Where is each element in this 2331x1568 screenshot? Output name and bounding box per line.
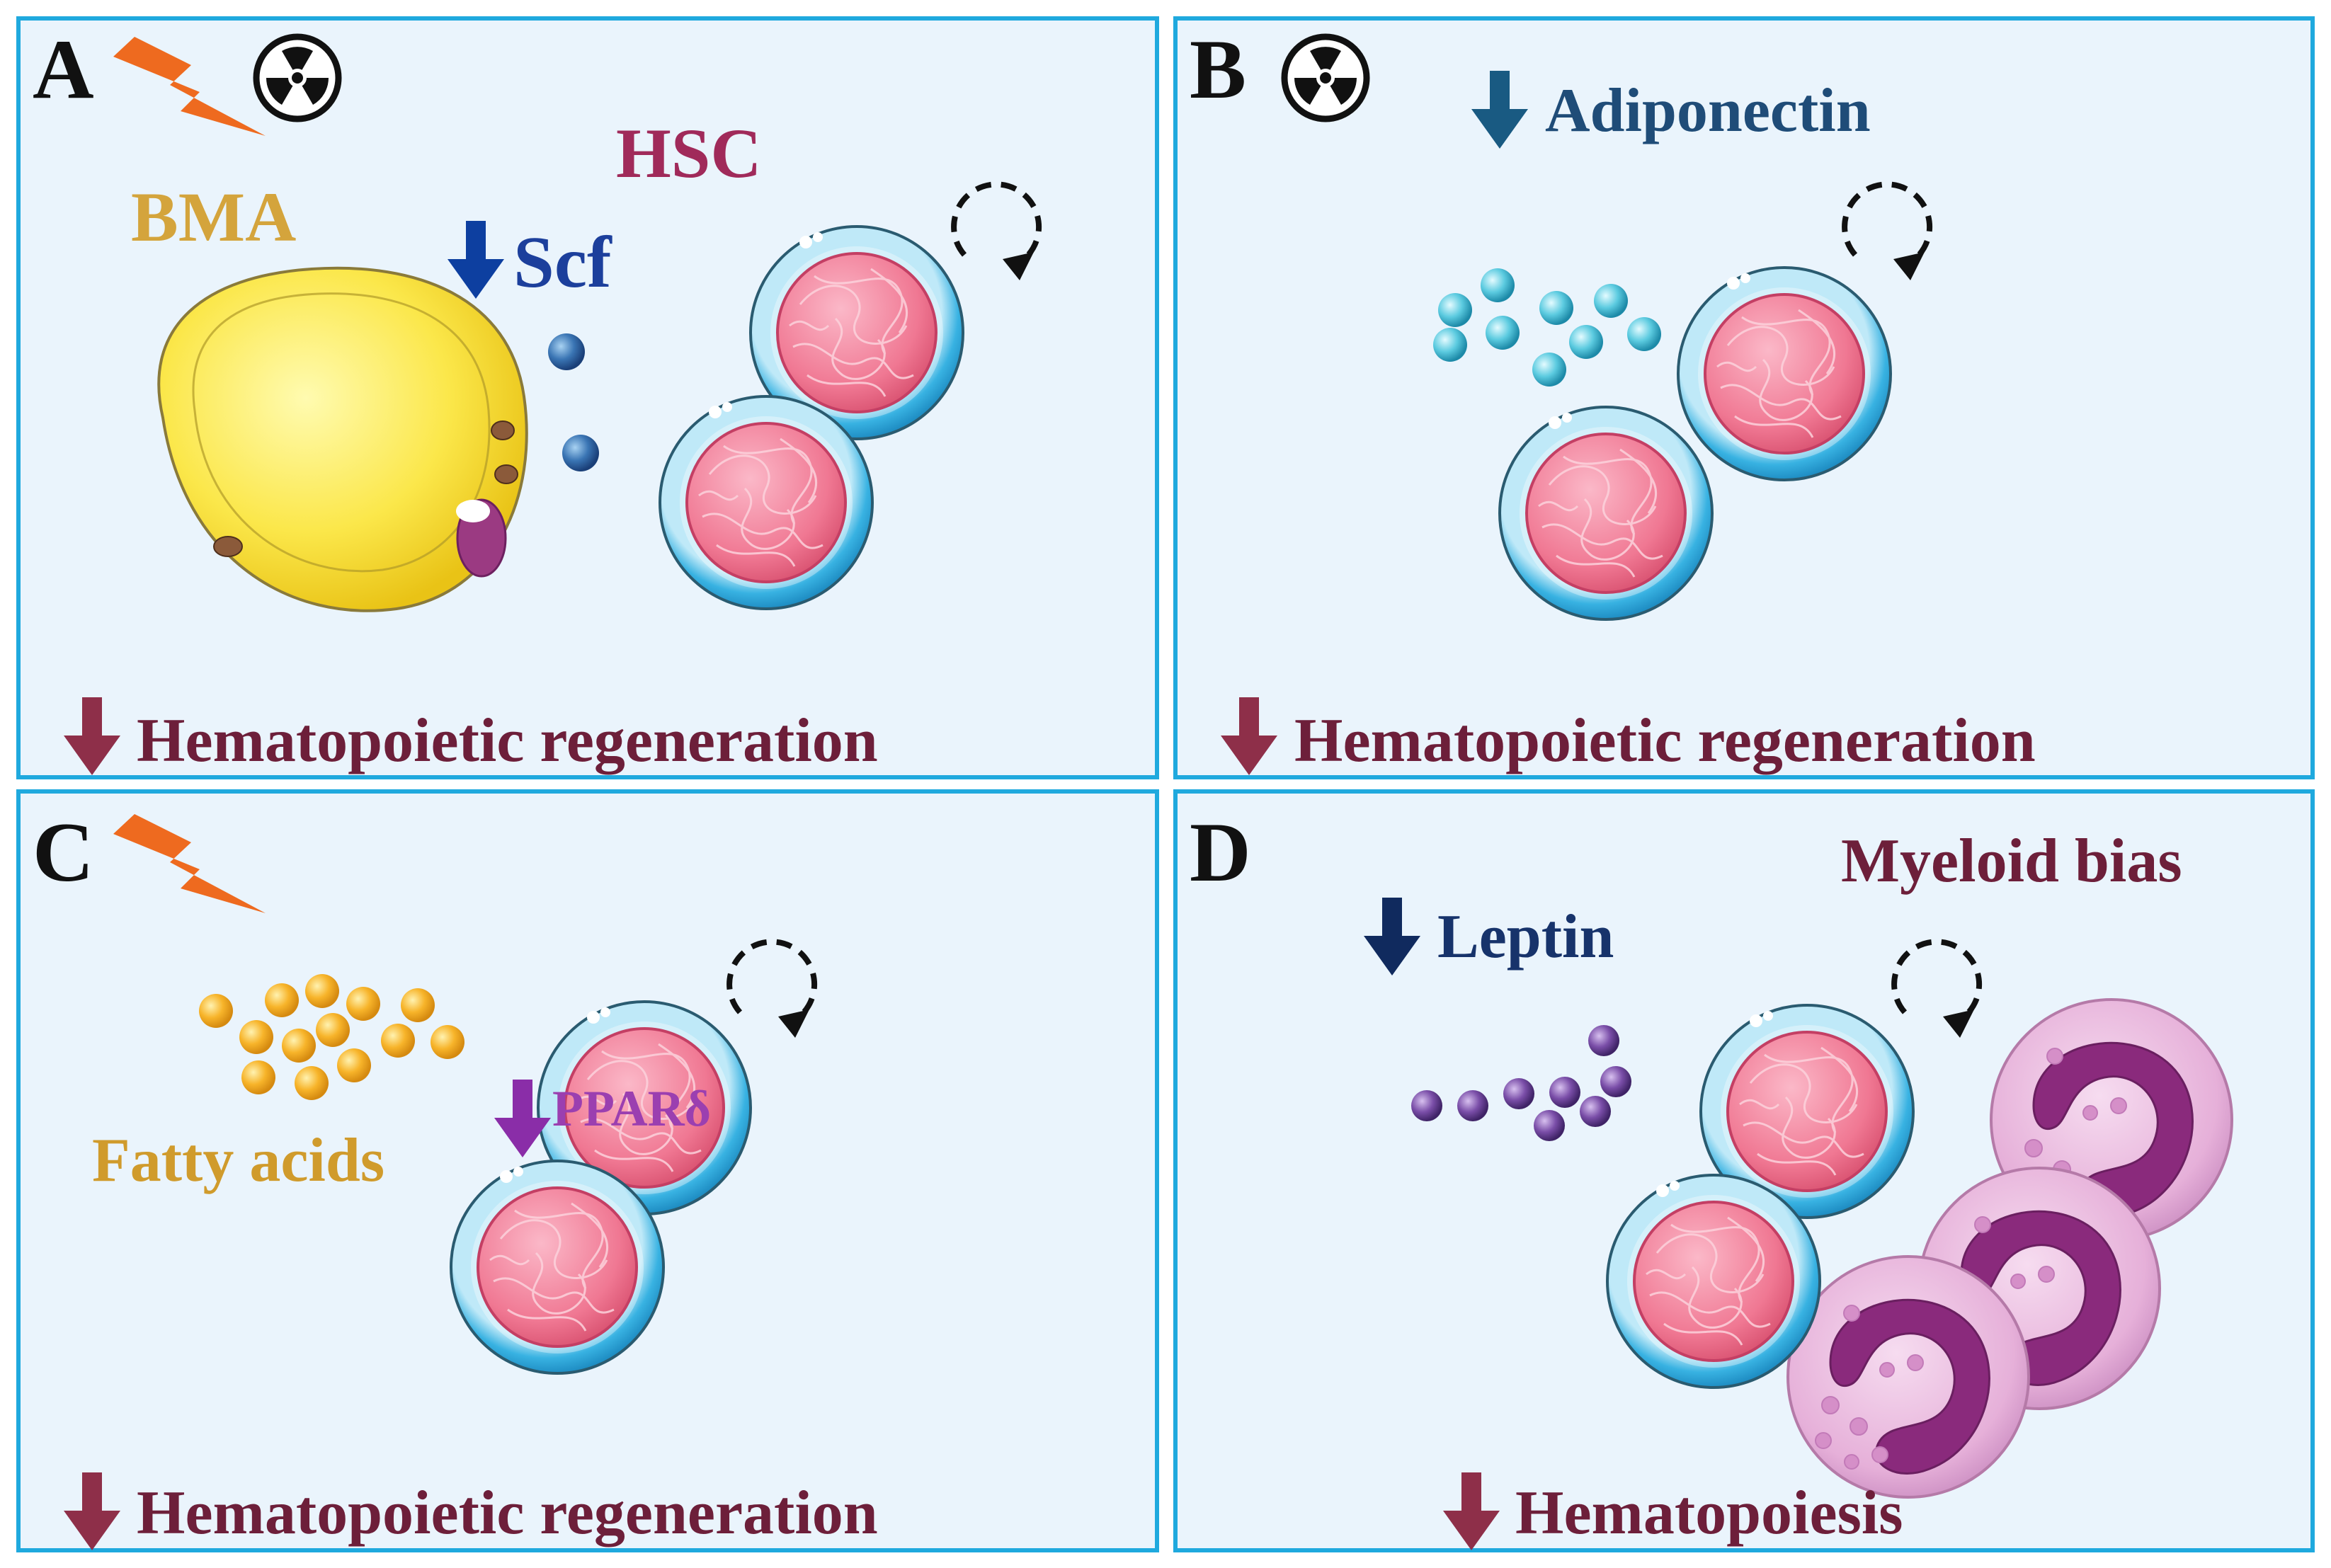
fatty-acid-particle bbox=[282, 1029, 316, 1063]
leptin-particle bbox=[1588, 1025, 1619, 1056]
myeloid-bias-label: Myeloid bias bbox=[1841, 827, 2182, 895]
leptin-particle bbox=[1457, 1090, 1488, 1121]
adiponectin-particle bbox=[1433, 328, 1467, 362]
panel-c-letter: C bbox=[33, 805, 94, 899]
adipocyte bbox=[157, 266, 528, 612]
ppar-label: PPARδ bbox=[552, 1080, 711, 1137]
leptin-label: Leptin bbox=[1437, 903, 1614, 971]
fatty-acid-particle bbox=[381, 1024, 415, 1058]
hsc-label: HSC bbox=[616, 114, 762, 193]
adiponectin-particle bbox=[1627, 317, 1661, 351]
fatty-acid-particle bbox=[295, 1066, 329, 1100]
adiponectin-particle bbox=[1569, 325, 1603, 359]
fatty-acid-particle bbox=[305, 974, 339, 1008]
leptin-particle bbox=[1503, 1078, 1534, 1109]
fatty-acid-particles bbox=[199, 974, 465, 1100]
fatty-acid-particle bbox=[337, 1048, 371, 1082]
leptin-particle bbox=[1600, 1066, 1631, 1097]
adiponectin-particle bbox=[1481, 268, 1515, 302]
leptin-particle bbox=[1411, 1090, 1442, 1121]
adiponectin-particle bbox=[1594, 284, 1628, 318]
adiponectin-particles bbox=[1433, 268, 1661, 387]
adiponectin-label: Adiponectin bbox=[1545, 76, 1871, 145]
fatty-acid-particle bbox=[346, 987, 380, 1021]
panel-a: A BMA HSC Scf Hematopoietic regeneration bbox=[16, 16, 1159, 779]
panel-b-footer: Hematopoietic regeneration bbox=[1294, 706, 2036, 775]
panel-a-footer: Hematopoietic regeneration bbox=[137, 706, 878, 775]
adiponectin-particle bbox=[1438, 293, 1472, 327]
adiponectin-particle bbox=[1539, 291, 1573, 325]
fatty-acid-particle bbox=[265, 983, 299, 1017]
leptin-particle bbox=[1549, 1077, 1580, 1108]
fatty-acid-particle bbox=[241, 1060, 275, 1094]
panel-b: B Adiponectin Hematopoietic regeneration bbox=[1173, 16, 2315, 779]
scf-particle bbox=[548, 333, 585, 370]
leptin-particles bbox=[1411, 1025, 1631, 1141]
panel-c: C Fatty acids PPARδ Hematopoietic regene… bbox=[16, 789, 1159, 1552]
bma-label: BMA bbox=[131, 178, 296, 256]
leptin-particle bbox=[1534, 1110, 1565, 1141]
fatty-acid-particle bbox=[199, 994, 233, 1028]
hsc-cell bbox=[450, 1160, 665, 1375]
myeloid-cell bbox=[1786, 1255, 2030, 1499]
panel-d: D Myeloid bias Leptin Hematopoiesis bbox=[1173, 789, 2315, 1552]
fatty-acid-particle bbox=[431, 1025, 465, 1059]
panel-c-footer: Hematopoietic regeneration bbox=[137, 1479, 878, 1547]
adiponectin-particle bbox=[1486, 316, 1520, 350]
hsc-cell bbox=[1677, 266, 1892, 481]
radiation-icon bbox=[1284, 37, 1367, 119]
leptin-particle bbox=[1580, 1096, 1611, 1127]
panel-d-footer: Hematopoiesis bbox=[1515, 1479, 1903, 1547]
hsc-cell bbox=[1498, 406, 1714, 621]
panel-b-letter: B bbox=[1190, 22, 1246, 116]
fatty-acids-label: Fatty acids bbox=[92, 1126, 384, 1195]
adiponectin-particle bbox=[1532, 353, 1566, 387]
radiation-icon bbox=[256, 37, 338, 119]
hsc-cell bbox=[659, 395, 874, 610]
fatty-acid-particle bbox=[401, 988, 435, 1022]
fatty-acid-particle bbox=[239, 1020, 273, 1054]
panel-d-letter: D bbox=[1190, 805, 1251, 899]
hsc-cell bbox=[1606, 1174, 1821, 1389]
panel-a-letter: A bbox=[33, 22, 94, 116]
fatty-acid-particle bbox=[316, 1013, 350, 1047]
scf-label: Scf bbox=[513, 222, 612, 303]
scf-particle bbox=[562, 435, 599, 471]
